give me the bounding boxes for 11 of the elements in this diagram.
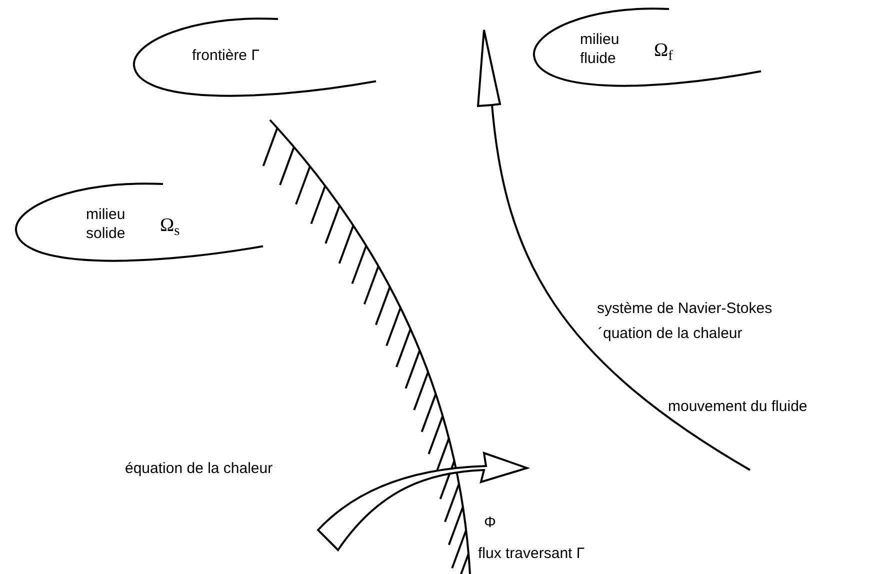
region-label: milieu solide bbox=[86, 206, 126, 244]
text-label: ´quation de la chaleur bbox=[598, 325, 742, 344]
text-label: mouvement du fluide bbox=[668, 398, 808, 417]
symbol-label: Ω$_{s}$ bbox=[160, 214, 180, 238]
text-label: système de Navier-Stokes bbox=[597, 300, 772, 319]
text-label: équation de la chaleur bbox=[125, 460, 273, 479]
region-label: frontière Γ bbox=[192, 47, 260, 66]
symbol-label: Ω$_{f}$ bbox=[654, 39, 673, 63]
text-label: Φ bbox=[484, 514, 496, 533]
text-label: flux traversant Γ bbox=[478, 545, 585, 564]
region-label: milieu fluide bbox=[580, 31, 620, 68]
